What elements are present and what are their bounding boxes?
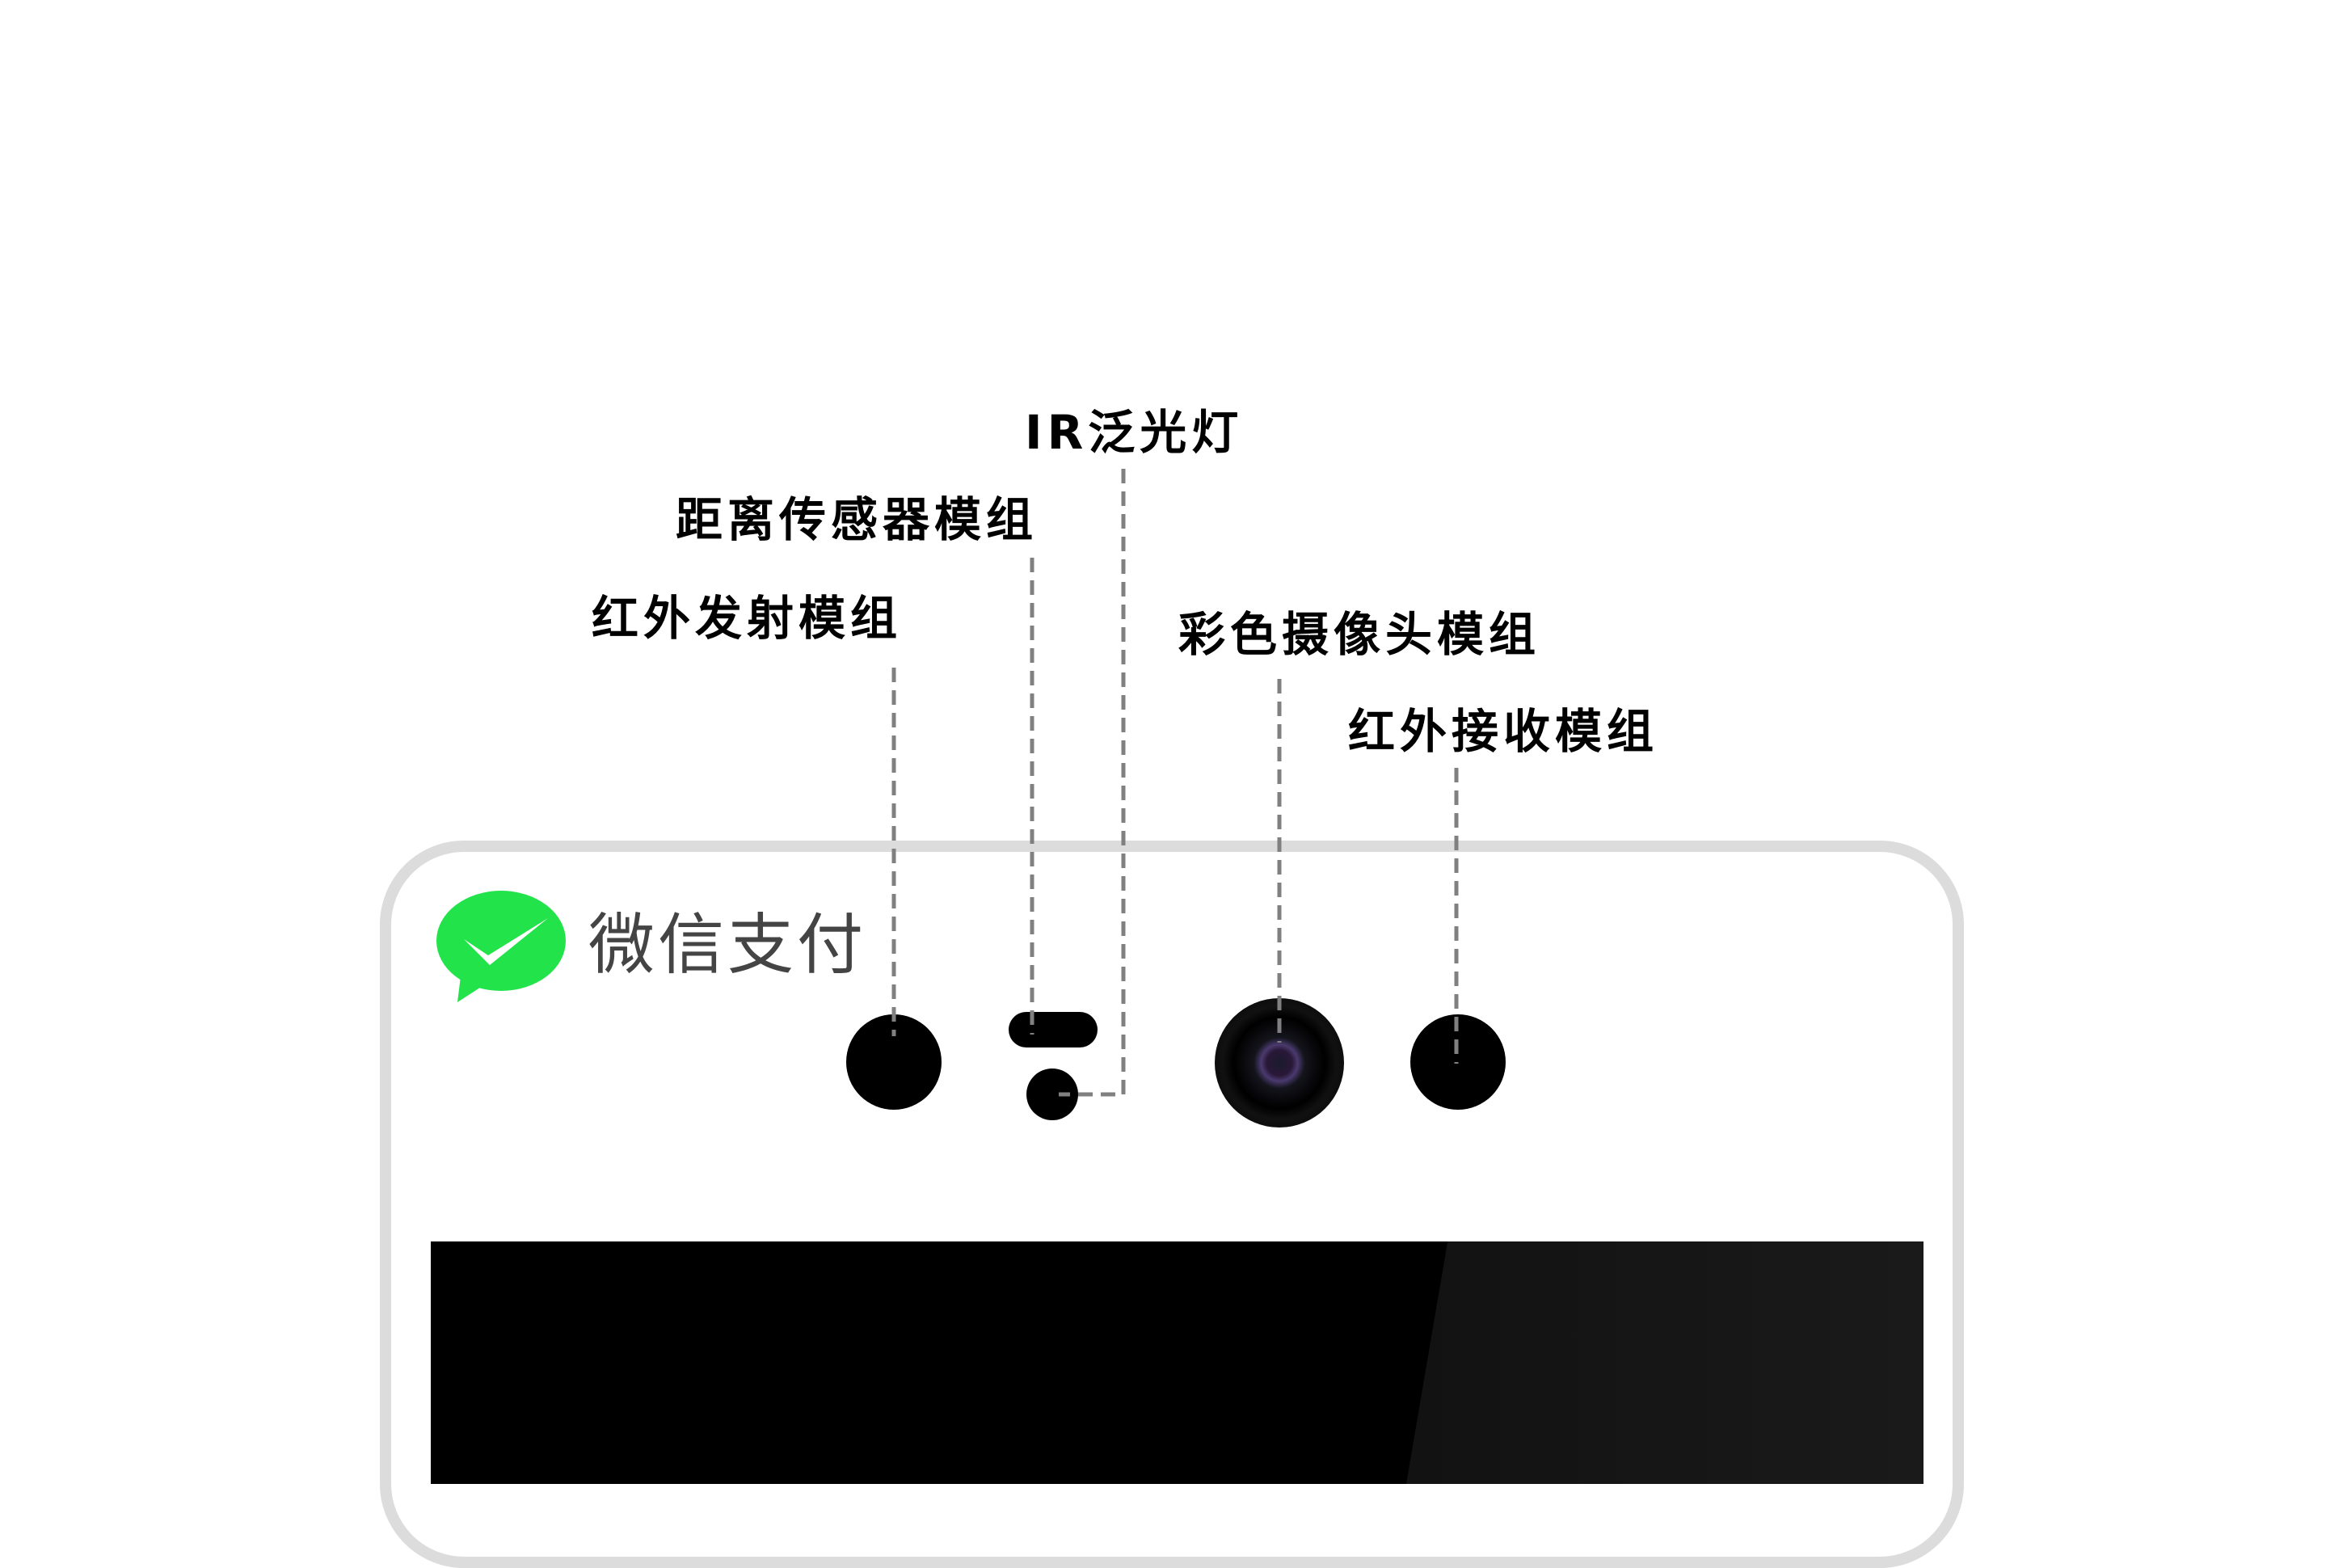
leader-ir-flood [1059, 469, 1126, 1097]
label-ir-flood: IR泛光灯 [1025, 405, 1244, 460]
leader-lines [891, 469, 1459, 1097]
wechat-pay-brand: 微信支付 [436, 889, 866, 1002]
label-color-camera: 彩色摄像头模组 [1178, 607, 1541, 662]
label-distance-sensor: 距离传感器模组 [676, 492, 1039, 547]
distance-sensor [1009, 1012, 1098, 1047]
screen-glare [1406, 1241, 1924, 1484]
wechat-pay-logo-icon [436, 891, 566, 1002]
brand-name: 微信支付 [588, 907, 867, 984]
label-ir-receiver: 红外接收模组 [1348, 704, 1659, 759]
label-ir-emitter: 红外发射模组 [592, 591, 903, 646]
